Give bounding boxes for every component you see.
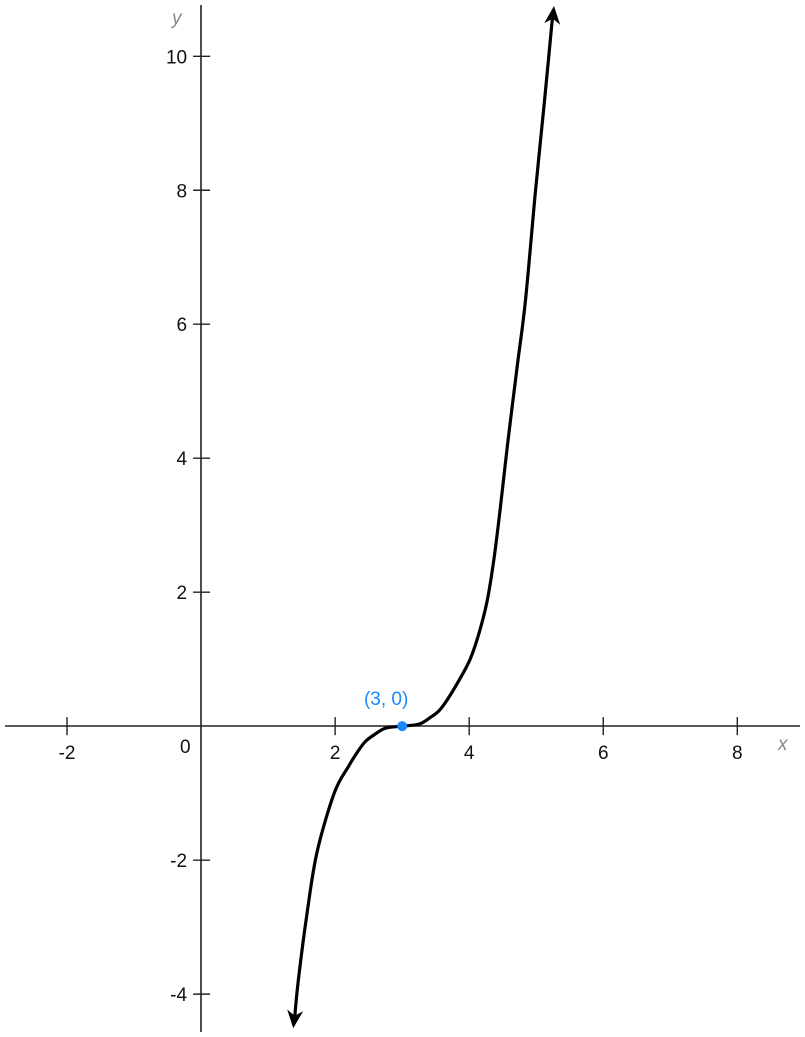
x-tick-label: 8 xyxy=(732,743,743,764)
y-axis-label: y xyxy=(170,8,183,29)
origin-label: 0 xyxy=(180,737,191,758)
x-tick-label: -2 xyxy=(59,743,76,764)
point-label: (3, 0) xyxy=(364,689,408,710)
curve-line xyxy=(292,10,555,1024)
x-axis-label: x xyxy=(777,734,789,755)
x-tick-label: 4 xyxy=(464,743,475,764)
y-tick-label: 10 xyxy=(166,47,187,68)
x-tick-label: 6 xyxy=(598,743,609,764)
y-tick-label: -2 xyxy=(170,851,187,872)
arrowhead-up-icon xyxy=(544,6,561,25)
y-tick-label: 8 xyxy=(177,181,188,202)
y-tick-label: 2 xyxy=(177,583,188,604)
highlight-point xyxy=(397,721,408,732)
y-tick-label: 4 xyxy=(177,449,188,470)
y-tick-label: -4 xyxy=(170,985,187,1006)
axes: x y 0 xyxy=(5,5,800,1032)
x-tick-label: 2 xyxy=(330,743,341,764)
arrowhead-down-icon xyxy=(287,1009,304,1029)
y-tick-label: 6 xyxy=(177,315,188,336)
